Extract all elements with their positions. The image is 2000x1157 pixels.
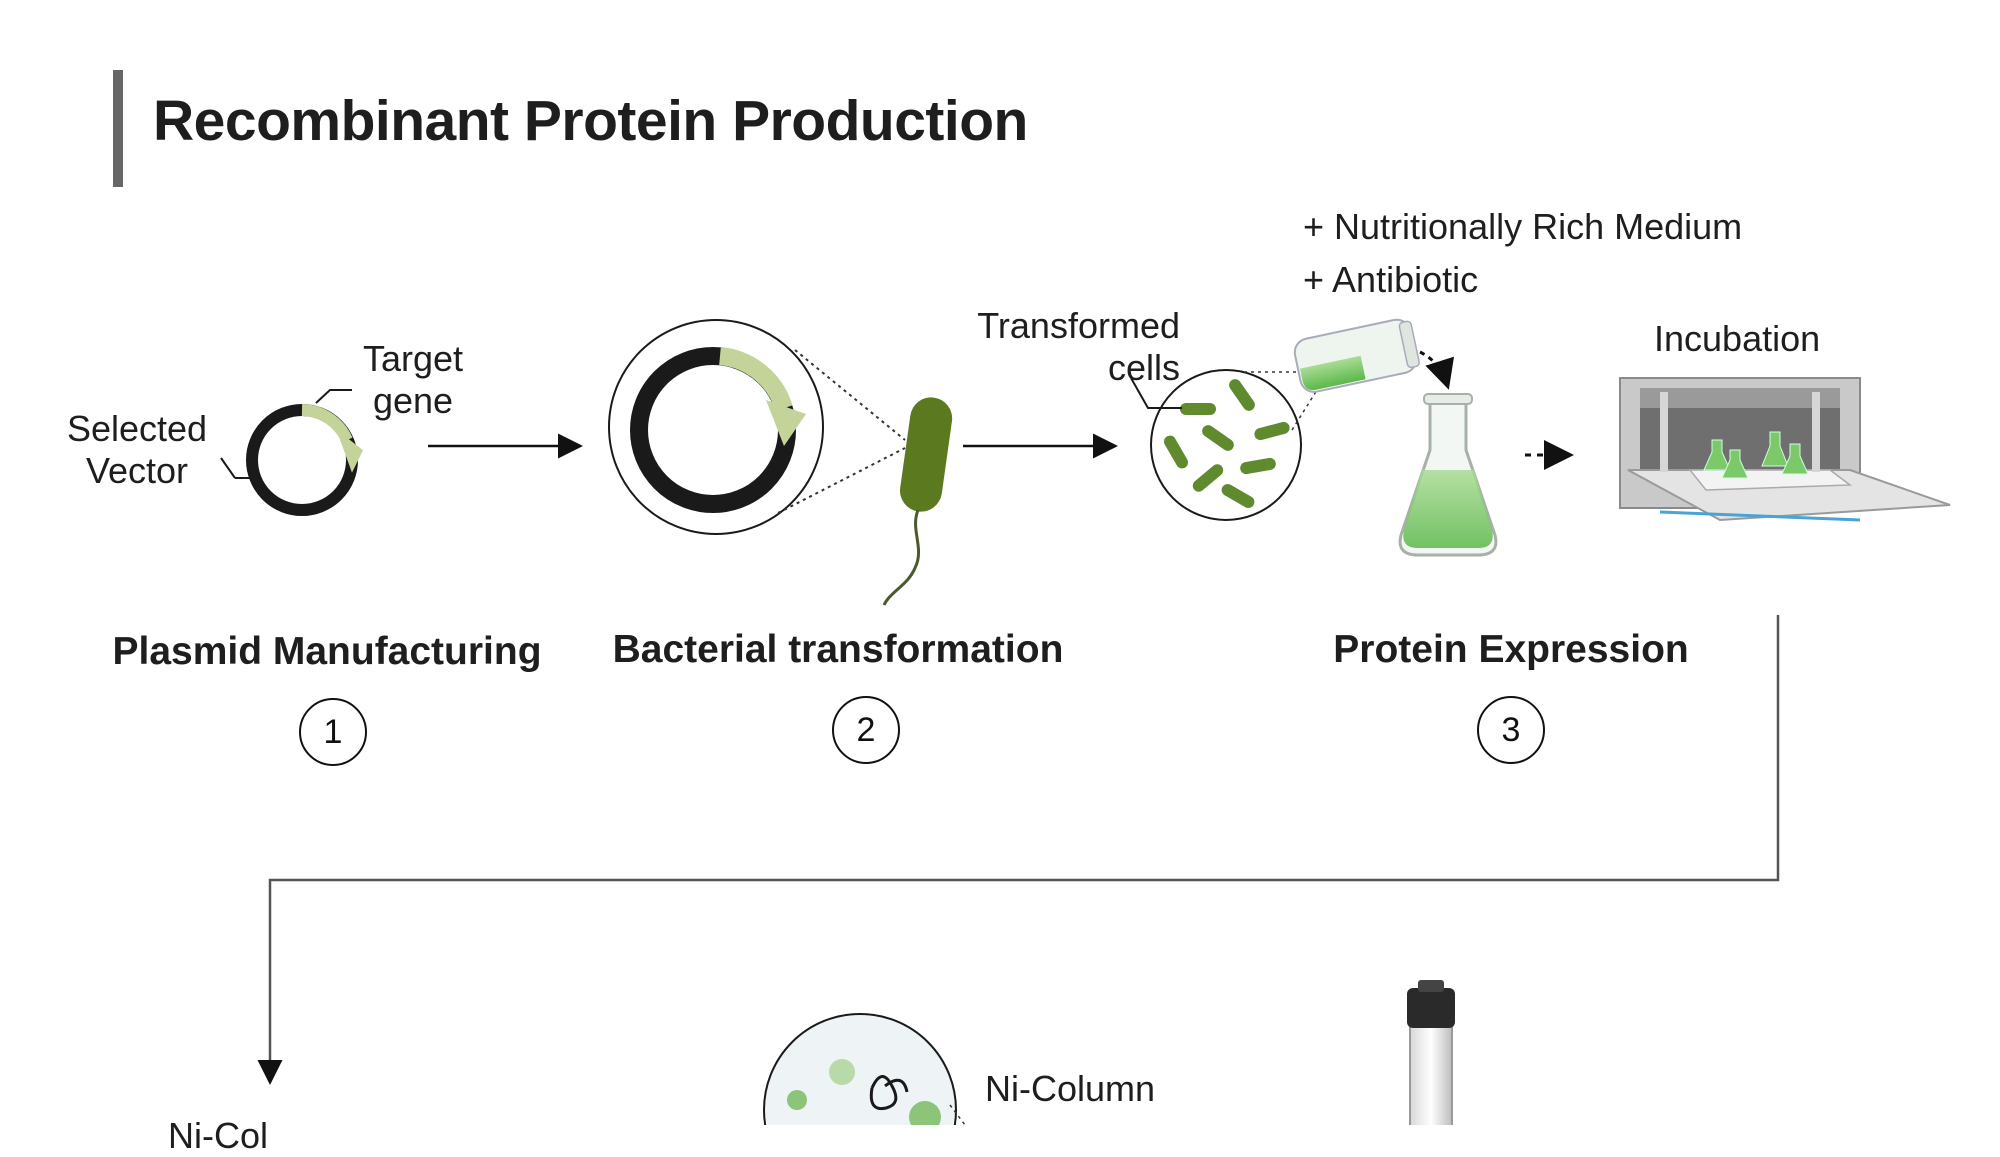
medium-label: + Nutritionally Rich Medium (1303, 206, 1743, 247)
stage-3-title: Protein Expression (1333, 628, 1689, 671)
stage-2-number: 2 (832, 696, 900, 764)
stage-1-title: Plasmid Manufacturing (112, 630, 542, 673)
incubator-icon (1619, 377, 1951, 522)
pouring-beaker-icon (1293, 318, 1420, 393)
erlenmeyer-flask-icon (1398, 393, 1498, 557)
transformed-cells-icon (1130, 369, 1323, 521)
ni-column-label: Ni-Column (985, 1068, 1156, 1109)
diagram-canvas: Recombinant Protein Production (66, 70, 1951, 1156)
ni-column-icon (1407, 980, 1455, 1125)
antibiotic-label: + Antibiotic (1303, 259, 1479, 300)
stage-1-number: 1 (299, 698, 367, 766)
title-accent-bar (113, 70, 123, 187)
page-title: Recombinant Protein Production (153, 89, 1028, 153)
target-gene-label: Target gene (362, 338, 464, 421)
bacterium-icon (882, 397, 953, 606)
connector-line (257, 615, 1780, 1085)
diagram-graphics (220, 318, 1951, 1125)
lysate-circle-icon (763, 1013, 966, 1125)
stage-3-number: 3 (1477, 696, 1545, 764)
pour-arrow (1419, 350, 1455, 390)
zoomed-plasmid-icon (608, 319, 906, 535)
transformed-cells-label: Transformed cells (977, 305, 1180, 388)
ni-col-partial-label: Ni-Col (168, 1115, 269, 1156)
incubation-label: Incubation (1654, 318, 1821, 359)
selected-vector-label: Selected Vector (66, 408, 208, 491)
small-plasmid-icon (220, 389, 364, 516)
stage-2-title: Bacterial transformation (612, 628, 1064, 671)
